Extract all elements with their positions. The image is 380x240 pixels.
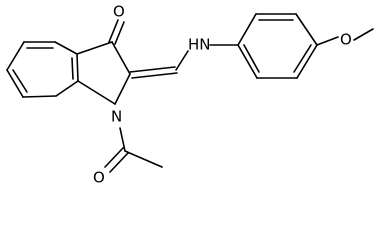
chemical-structure: O HN O N O <box>6 3 374 187</box>
bond <box>237 13 257 46</box>
acetyl-oxygen-label: O <box>93 169 105 187</box>
fused-benzene-ring <box>6 41 79 98</box>
bond <box>295 13 318 46</box>
ketone-oxygen-label: O <box>113 3 125 21</box>
amine-nh-label: HN <box>188 36 211 54</box>
structure-canvas: O HN O N O <box>6 3 374 187</box>
bond-c-o <box>316 36 339 46</box>
bond <box>6 41 25 71</box>
bond <box>296 44 318 79</box>
double-bond-inner <box>243 44 260 73</box>
bond <box>111 41 131 75</box>
bond-c-ch3 <box>124 150 163 168</box>
double-bond <box>109 152 129 173</box>
bond-o-ch3 <box>353 28 374 41</box>
exocyclic-double-bond <box>129 66 178 79</box>
double-bond <box>129 66 176 73</box>
bond <box>54 41 78 55</box>
double-bond <box>104 147 124 168</box>
bond <box>237 44 258 79</box>
double-bond-inner <box>12 69 28 93</box>
bond <box>6 69 24 98</box>
ring-nitrogen-label: N <box>111 108 122 126</box>
double-bond-inner <box>293 44 312 73</box>
bond-c-n <box>175 50 189 71</box>
acetyl-carbonyl <box>104 147 129 173</box>
bond <box>114 73 131 105</box>
double-bond-inner <box>71 57 74 80</box>
bond <box>22 95 57 98</box>
methoxy-oxygen-label: O <box>340 31 352 49</box>
ketone-group <box>108 19 125 45</box>
bond <box>55 80 79 97</box>
bond <box>76 41 113 55</box>
methoxyphenyl-ring <box>237 13 318 79</box>
double-bond <box>114 21 125 45</box>
bond-n-c <box>119 127 126 152</box>
double-bond <box>108 19 119 43</box>
bond <box>76 53 79 82</box>
bond <box>77 80 116 105</box>
pyrrolinone-ring <box>76 41 131 105</box>
double-bond <box>131 72 178 79</box>
